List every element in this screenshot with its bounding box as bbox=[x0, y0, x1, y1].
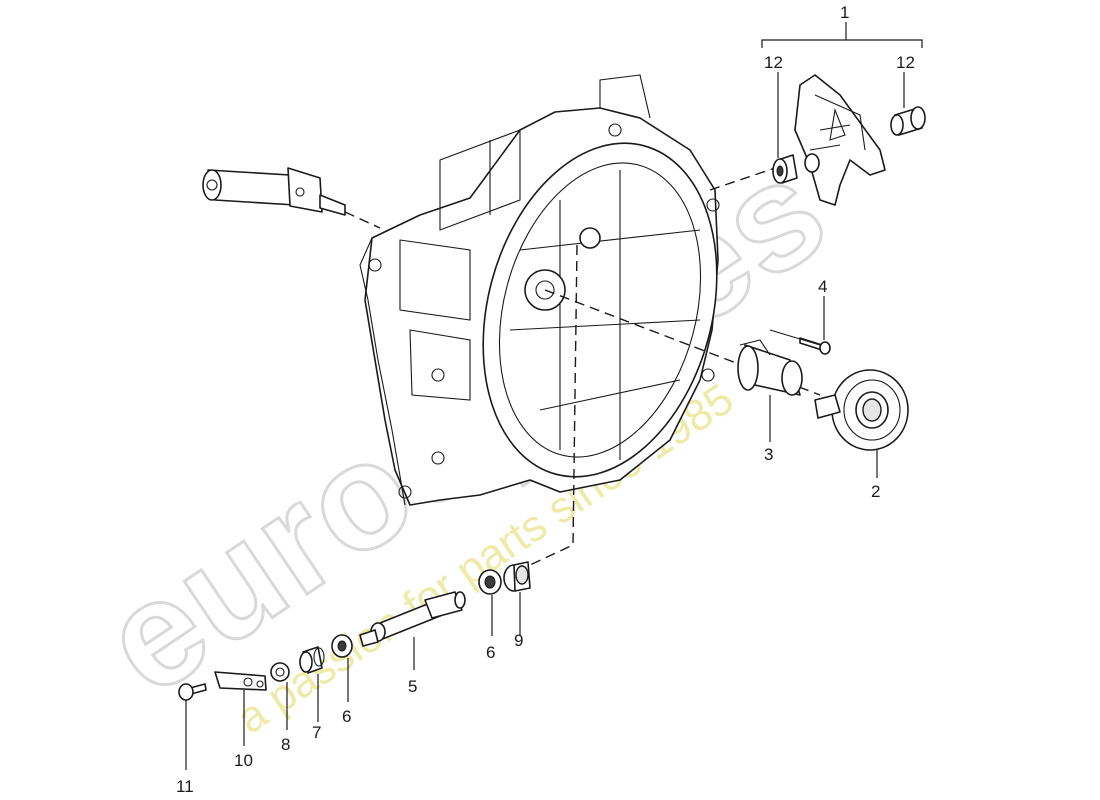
callout-4: 4 bbox=[818, 277, 827, 296]
release-shaft bbox=[359, 591, 466, 647]
bolt-4 bbox=[769, 329, 831, 355]
callout-6-upper: 6 bbox=[486, 643, 495, 662]
callout-5: 5 bbox=[408, 677, 417, 696]
release-bearing bbox=[814, 369, 909, 451]
leader-lines bbox=[185, 22, 923, 770]
nut-8 bbox=[270, 662, 290, 682]
callout-9: 9 bbox=[514, 631, 523, 650]
guide-sleeve bbox=[737, 339, 803, 396]
seal-ring-lower bbox=[331, 634, 353, 658]
callout-11: 11 bbox=[176, 777, 194, 796]
retaining-plate bbox=[214, 671, 267, 691]
slave-cylinder bbox=[202, 167, 346, 216]
callout-2: 2 bbox=[871, 482, 880, 501]
needle-bearing bbox=[503, 561, 531, 592]
callout-12-right: 12 bbox=[896, 53, 915, 72]
callout-8: 8 bbox=[281, 735, 290, 754]
callout-3: 3 bbox=[764, 445, 773, 464]
callout-6-lower: 6 bbox=[342, 707, 351, 726]
seal-ring-upper bbox=[478, 569, 502, 595]
callout-7: 7 bbox=[312, 723, 321, 742]
bushing-7 bbox=[299, 646, 325, 674]
transmission-housing bbox=[359, 74, 720, 506]
callout-12-left: 12 bbox=[764, 53, 783, 72]
release-fork bbox=[794, 74, 886, 206]
callouts: 1 12 12 4 3 2 6 9 5 6 7 8 10 11 bbox=[176, 3, 915, 796]
bushing-left bbox=[772, 154, 798, 184]
callout-1: 1 bbox=[840, 3, 849, 22]
bushing-right bbox=[890, 106, 926, 136]
callout-10: 10 bbox=[234, 751, 253, 770]
